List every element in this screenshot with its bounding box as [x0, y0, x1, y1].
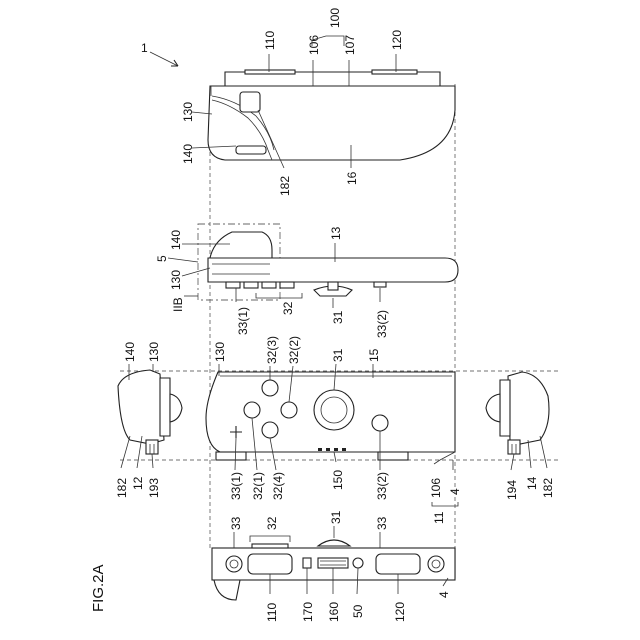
ref-main-arrow: [150, 52, 178, 66]
lbl-4-bottom: 4: [437, 591, 451, 598]
lbl-32-2: 32(2): [287, 336, 301, 364]
lbl-33-2-side: 33(2): [375, 310, 389, 338]
lbl-4-front: 4: [448, 488, 462, 495]
side-view-trigger: [210, 232, 272, 258]
lbl-12: 12: [131, 476, 145, 490]
lbl-32-3: 32(3): [265, 336, 279, 364]
lbl-193: 193: [147, 478, 161, 498]
lbl-130-left: 130: [147, 342, 161, 362]
lbl-107: 107: [343, 35, 357, 55]
right-end-view: 194 14 182: [486, 372, 555, 500]
lbl-16: 16: [345, 171, 359, 185]
lbl-110: 110: [263, 31, 277, 50]
sl-button: [248, 554, 292, 574]
side-view: 13 140 5 130 IIB 33(1) 32 31 33(2): [155, 224, 458, 338]
button-32-1: [244, 402, 260, 418]
lbl-33-1-side: 33(1): [236, 307, 250, 335]
button-32-4: [262, 422, 278, 438]
lbl-15: 15: [367, 348, 381, 362]
sl-button-left: [226, 556, 242, 572]
figure-title: FIG.2A: [90, 564, 107, 612]
button-33-2: [372, 415, 388, 431]
lbl-130-front: 130: [213, 342, 227, 362]
lbl-14: 14: [525, 476, 539, 490]
bottom-view: 33 32 31 33 110 170 160 50 120 4: [212, 510, 455, 622]
lbl-31-front: 31: [331, 348, 345, 362]
lbl-32-bottom: 32: [265, 516, 279, 530]
lbl-150: 150: [331, 470, 345, 490]
lbl-106-front: 106: [429, 478, 443, 498]
lbl-32-1: 32(1): [251, 472, 265, 500]
lbl-130-side: 130: [169, 270, 183, 290]
lbl-IIB: IIB: [171, 297, 185, 312]
side-view-body: [208, 258, 458, 282]
button-32-3: [262, 380, 278, 396]
capture-button-top: [240, 92, 260, 112]
ref-main: 1: [141, 41, 148, 55]
lbl-182-top: 182: [278, 176, 292, 196]
sr-button: [376, 554, 420, 574]
lbl-32-4: 32(4): [271, 472, 285, 500]
lbl-120: 120: [390, 30, 404, 50]
lbl-160: 160: [327, 602, 341, 622]
lbl-33-2-front: 33(2): [375, 472, 389, 500]
lbl-182-right: 182: [541, 478, 555, 498]
lbl-100: 100: [328, 8, 342, 28]
front-view: 130 32(3) 32(2) 31 15 32(1) 32(4) 150 33…: [206, 336, 462, 524]
right-end-body: [508, 372, 549, 444]
left-end-view: 140 130 182 12 193: [115, 342, 182, 498]
button-32-2: [281, 402, 297, 418]
analog-stick-31: [314, 390, 354, 430]
terminal-160: [318, 558, 348, 568]
lbl-31-bottom: 31: [329, 510, 343, 524]
lbl-140-top: 140: [181, 144, 195, 164]
port-50: [353, 558, 363, 568]
lbl-120-bottom: 120: [393, 602, 407, 622]
lbl-194: 194: [505, 480, 519, 500]
lbl-32-side: 32: [281, 301, 295, 315]
lbl-33-1-front: 33(1): [229, 472, 243, 500]
lbl-170: 170: [301, 602, 315, 622]
lbl-50: 50: [351, 604, 365, 618]
top-view: 110 106 100 107 120 130 140 182 16: [181, 8, 455, 196]
lbl-182-left: 182: [115, 478, 129, 498]
lbl-33-bottom-1: 33: [229, 516, 243, 530]
lbl-110-bottom: 110: [265, 603, 279, 622]
lbl-33-bottom-2: 33: [375, 516, 389, 530]
lbl-31-side: 31: [331, 310, 345, 324]
lbl-140-side: 140: [169, 230, 183, 250]
lbl-5: 5: [155, 255, 169, 262]
lbl-140-left: 140: [123, 342, 137, 362]
left-end-body: [118, 370, 164, 444]
lbl-11: 11: [432, 511, 446, 524]
lbl-13: 13: [329, 226, 343, 240]
connector-170: [303, 558, 311, 568]
